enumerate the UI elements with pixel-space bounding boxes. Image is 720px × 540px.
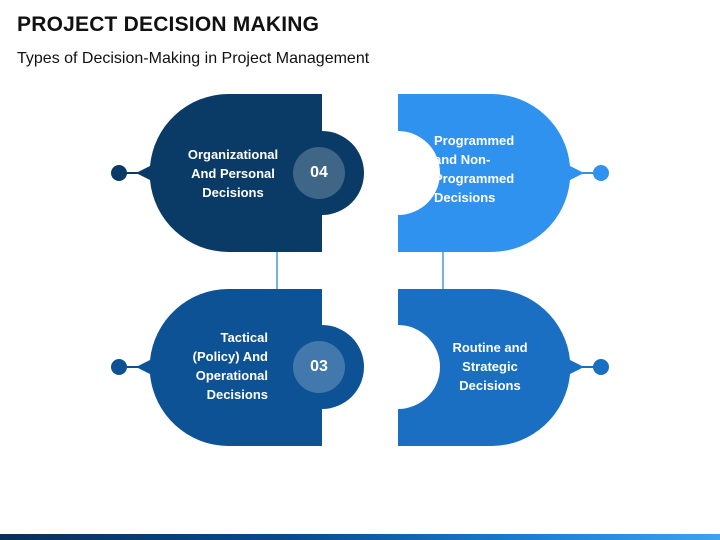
card-03-line-2: (Policy) And xyxy=(192,349,268,364)
card-03-number: 03 xyxy=(310,358,328,375)
card-04-label: Organizational And Personal Decisions xyxy=(173,145,293,202)
number-circle-01 xyxy=(374,147,426,199)
card-02-line-3: Decisions xyxy=(459,378,521,393)
page-subtitle: Types of Decision-Making in Project Mana… xyxy=(17,50,370,67)
card-04 xyxy=(136,94,364,252)
card-04-line-3: Decisions xyxy=(202,185,264,200)
card-03-label: Tactical (Policy) And Operational Decisi… xyxy=(148,328,268,404)
card-02-shape xyxy=(398,289,584,446)
card-04-number: 04 xyxy=(310,164,328,181)
dot-02 xyxy=(593,359,609,375)
footer-gradient-bar xyxy=(0,534,720,540)
card-02 xyxy=(398,289,584,446)
dot-04 xyxy=(111,165,127,181)
card-04-line-2: And Personal xyxy=(191,166,275,181)
card-01-line-2: and Non- xyxy=(434,152,491,167)
page-title: PROJECT DECISION MAKING xyxy=(17,13,320,36)
card-01-shape xyxy=(398,94,584,252)
card-02-line-2: Strategic xyxy=(462,359,518,374)
card-03-shape xyxy=(136,289,364,446)
card-04-line-1: Organizational xyxy=(187,147,279,162)
card-02-line-1: Routine and xyxy=(452,340,528,355)
card-03-line-3: Operational xyxy=(195,368,268,383)
card-01-line-4: Decisions xyxy=(434,190,496,205)
dot-03 xyxy=(111,359,127,375)
dot-01 xyxy=(593,165,609,181)
number-circle-02 xyxy=(374,341,426,393)
number-circle-04 xyxy=(293,147,345,199)
card-01-line-3: Programmed xyxy=(434,171,515,186)
card-02-number: 02 xyxy=(391,358,409,375)
card-03-line-1: Tactical xyxy=(220,330,268,345)
card-03 xyxy=(136,289,364,446)
card-01-line-1: Programmed xyxy=(434,133,515,148)
card-03-line-4: Decisions xyxy=(206,387,268,402)
card-04-shape xyxy=(136,94,364,252)
card-02-label: Routine and Strategic Decisions xyxy=(430,338,550,395)
number-circle-03 xyxy=(293,341,345,393)
card-01-number: 01 xyxy=(391,164,409,181)
card-01-label: Programmed and Non- Programmed Decisions xyxy=(434,131,554,207)
card-01 xyxy=(398,94,584,252)
